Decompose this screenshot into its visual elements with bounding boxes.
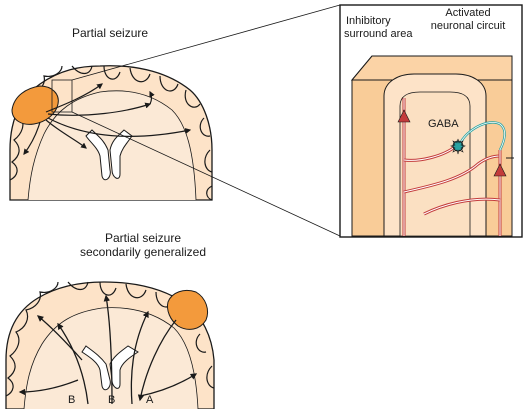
bottom-pathway-b-left-arrow <box>57 322 89 405</box>
pathway-label-b-left: B <box>68 394 76 406</box>
inhibitory-label-line2: surround area <box>344 28 413 40</box>
activated-circuit-inner <box>399 91 471 237</box>
inset-panel <box>339 4 523 238</box>
bottom-pathway-center-arrow <box>103 294 113 405</box>
pathway-label-a: A <box>146 394 154 406</box>
bottom-pathway-b-left-arrow-2 <box>18 379 79 396</box>
top-spread-arrow-1 <box>45 83 103 113</box>
activated-label-line1: Activated <box>445 7 491 19</box>
gaba-label: GABA <box>428 118 459 130</box>
gaba-interneuron-body <box>452 140 464 152</box>
bottom-pathway-b-left-arrow-3 <box>37 315 83 361</box>
top-spread-arrow-6 <box>23 121 41 155</box>
inhibitory-label-line1: Inhibitory <box>346 15 391 27</box>
bottom-brain-ventricles <box>81 345 139 391</box>
top-spread-arrow-5 <box>149 90 155 105</box>
bottom-pathway-b-right-arrow <box>130 310 149 405</box>
activated-label-line2: neuronal circuit <box>430 20 506 32</box>
top-focus-box <box>51 79 73 113</box>
bottom-pathway-right-arrow <box>139 373 198 397</box>
neuron-1-body <box>397 109 411 123</box>
bottom-brain-section <box>5 281 215 409</box>
top-brain-ventricles <box>85 129 133 181</box>
gaba-synapse-burst <box>450 138 466 155</box>
bottom-panel-title-line1: Partial seizure <box>104 231 182 245</box>
zoom-line-upper <box>71 4 341 81</box>
top-spread-arrow-3 <box>47 117 192 138</box>
pathway-label-b-right: B <box>108 394 116 406</box>
top-spread-arrow-4 <box>45 119 87 149</box>
top-brain-section <box>9 65 213 201</box>
top-panel-title: Partial seizure <box>72 26 149 40</box>
bottom-seizure-focus <box>167 289 209 330</box>
bottom-pathway-a-arrow <box>137 319 177 402</box>
bottom-panel-title-line2: secondarily generalized <box>79 245 207 259</box>
top-spread-arrow-2 <box>47 102 152 116</box>
top-seizure-focus <box>11 85 59 125</box>
neuron-2-body <box>493 163 507 177</box>
zoom-line-lower <box>71 111 341 237</box>
